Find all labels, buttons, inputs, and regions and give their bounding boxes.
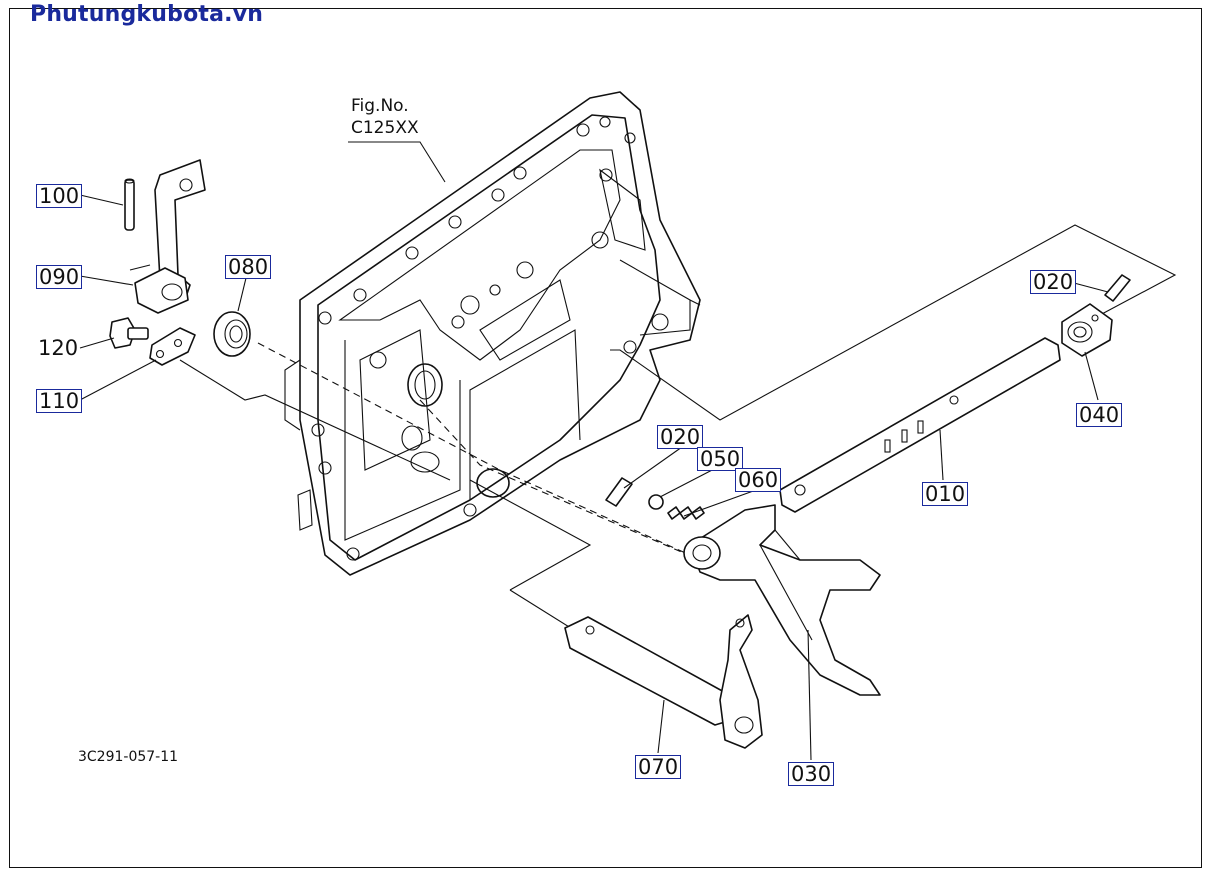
callout-010[interactable]: 010 [922,482,969,506]
callout-020-lower[interactable]: 020 [657,425,704,449]
callout-020-upper[interactable]: 020 [1030,270,1077,294]
part-090-lever [129,159,206,314]
part-010-shift-rod [779,337,1061,513]
callout-120[interactable]: 120 [38,336,79,360]
part-080-oil-seal [213,311,251,357]
part-020-pin-lower [605,477,633,507]
assembly-centre-lines [179,224,1177,641]
callout-090[interactable]: 090 [36,265,83,289]
diagram-code: 3C291-057-11 [78,749,179,765]
callout-040[interactable]: 040 [1076,403,1123,427]
figure-reference-number: C125XX [351,118,419,138]
figure-reference-label: Fig.No. [351,96,409,116]
part-030-shift-fork [683,504,881,696]
case-housing [284,91,701,576]
callout-050[interactable]: 050 [697,447,744,471]
part-100-spring-pin [124,178,135,231]
part-020-pin-upper [1104,274,1131,302]
part-050-ball [648,494,664,510]
callout-080[interactable]: 080 [225,255,272,279]
part-120-bolt [109,317,149,349]
callout-100[interactable]: 100 [36,184,83,208]
site-brand: Phutungkubota.vn [30,2,264,27]
part-070-shift-shaft [564,614,763,749]
part-060-spring [667,506,705,520]
diagram-frame [9,8,1202,868]
callout-070[interactable]: 070 [635,755,682,779]
part-110-plate [149,327,196,366]
callout-030[interactable]: 030 [788,762,835,786]
callout-leaders [79,141,1109,761]
callout-060[interactable]: 060 [735,468,782,492]
part-040-collar [1061,303,1113,357]
callout-110[interactable]: 110 [36,389,83,413]
